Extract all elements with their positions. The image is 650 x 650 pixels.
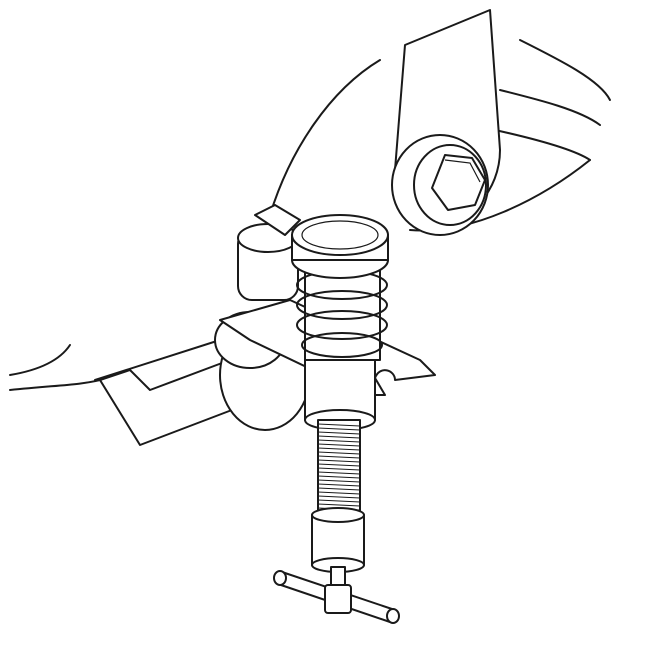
thread-line bbox=[317, 435, 361, 439]
thread-line bbox=[317, 463, 361, 467]
thread-line bbox=[317, 423, 361, 427]
thread-line bbox=[317, 495, 361, 499]
thread-line bbox=[317, 475, 361, 479]
thread-line bbox=[317, 503, 361, 507]
thread-line bbox=[317, 471, 361, 475]
thread-line bbox=[317, 439, 361, 443]
thread-line bbox=[317, 479, 361, 483]
t-handle[interactable] bbox=[273, 570, 400, 624]
tool-body bbox=[291, 214, 389, 431]
upper-control-arm bbox=[269, 9, 611, 236]
compression-spring bbox=[296, 270, 388, 358]
thread-line bbox=[317, 431, 361, 435]
thread-line bbox=[317, 459, 361, 463]
thread-line bbox=[317, 487, 361, 491]
thread-line bbox=[317, 447, 361, 451]
ball-joint-stud bbox=[237, 204, 301, 301]
thread-line bbox=[317, 499, 361, 503]
thread-line bbox=[317, 443, 361, 447]
thread-line bbox=[317, 483, 361, 487]
thread-line bbox=[317, 455, 361, 459]
thread-line bbox=[317, 451, 361, 455]
threaded-rod bbox=[311, 419, 365, 590]
thread-line bbox=[317, 467, 361, 471]
thread-line bbox=[317, 427, 361, 431]
thread-line bbox=[317, 491, 361, 495]
hex-bolt-head bbox=[431, 154, 486, 211]
